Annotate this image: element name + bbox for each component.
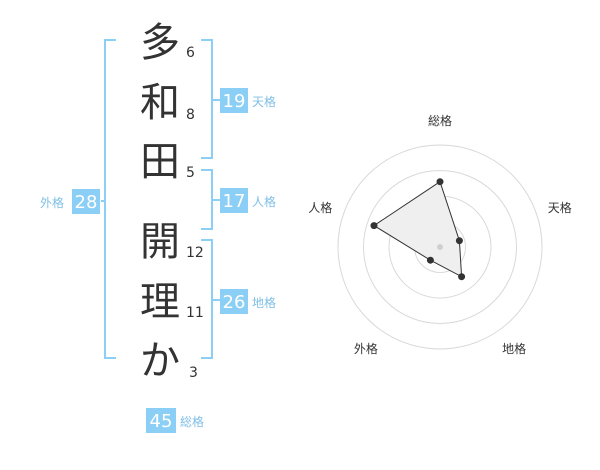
name-char-4: 開 — [140, 219, 180, 265]
name-char-3: 田 — [140, 139, 180, 185]
chikaku-bracket — [201, 239, 220, 359]
name-char-1: 多 — [140, 20, 180, 66]
radar-points — [370, 178, 466, 281]
jinkaku-badge: 17 人格 — [220, 188, 276, 213]
chikaku-value: 26 — [223, 292, 246, 313]
radar-point — [436, 178, 444, 186]
gaikaku-badge: 外格 28 — [40, 189, 100, 214]
radar-point — [455, 237, 463, 245]
gaikaku-label: 外格 — [40, 195, 64, 210]
soukaku-badge: 45 総格 — [146, 408, 204, 433]
jinkaku-label: 人格 — [252, 194, 276, 209]
stroke-count-2: 8 — [186, 107, 195, 123]
radar-ring — [337, 144, 543, 350]
jinkaku-bracket — [201, 169, 220, 230]
radar-axis-label: 地格 — [502, 341, 526, 356]
radar-axis-label: 外格 — [354, 341, 378, 356]
radar-axis-label: 天格 — [548, 200, 572, 215]
jinkaku-value: 17 — [223, 191, 246, 212]
radar-grid — [337, 144, 543, 350]
radar-axis-label: 総格 — [428, 113, 452, 128]
radar-ring — [363, 170, 517, 324]
tenkaku-bracket — [201, 39, 220, 159]
stroke-count-3: 5 — [186, 165, 195, 181]
tenkaku-label: 天格 — [252, 94, 276, 109]
tenkaku-badge: 19 天格 — [220, 88, 276, 113]
gaikaku-value: 28 — [75, 192, 98, 213]
chikaku-badge: 26 地格 — [220, 289, 276, 314]
radar-area — [373, 180, 463, 278]
name-fortune-diagram: 多 和 田 開 理 か 6 8 5 12 11 3 19 天格 17 人格 26… — [40, 20, 276, 433]
name-char-5: 理 — [140, 279, 180, 325]
name-char-2: 和 — [140, 80, 180, 126]
stroke-count-4: 12 — [186, 245, 204, 261]
radar-point — [458, 273, 466, 281]
stroke-count-1: 6 — [186, 45, 195, 61]
tenkaku-value: 19 — [223, 91, 246, 112]
gaikaku-bracket — [101, 39, 116, 359]
stroke-count-5: 11 — [186, 305, 204, 321]
radar-point — [370, 222, 378, 230]
chikaku-label: 地格 — [252, 295, 276, 310]
soukaku-value: 45 — [150, 411, 173, 432]
radar-axis-label: 人格 — [308, 200, 332, 215]
soukaku-label: 総格 — [180, 414, 204, 429]
stroke-count-6: 3 — [189, 365, 198, 381]
radar-center-dot — [437, 244, 443, 250]
radar-point — [426, 256, 434, 264]
name-char-6: か — [140, 338, 180, 384]
